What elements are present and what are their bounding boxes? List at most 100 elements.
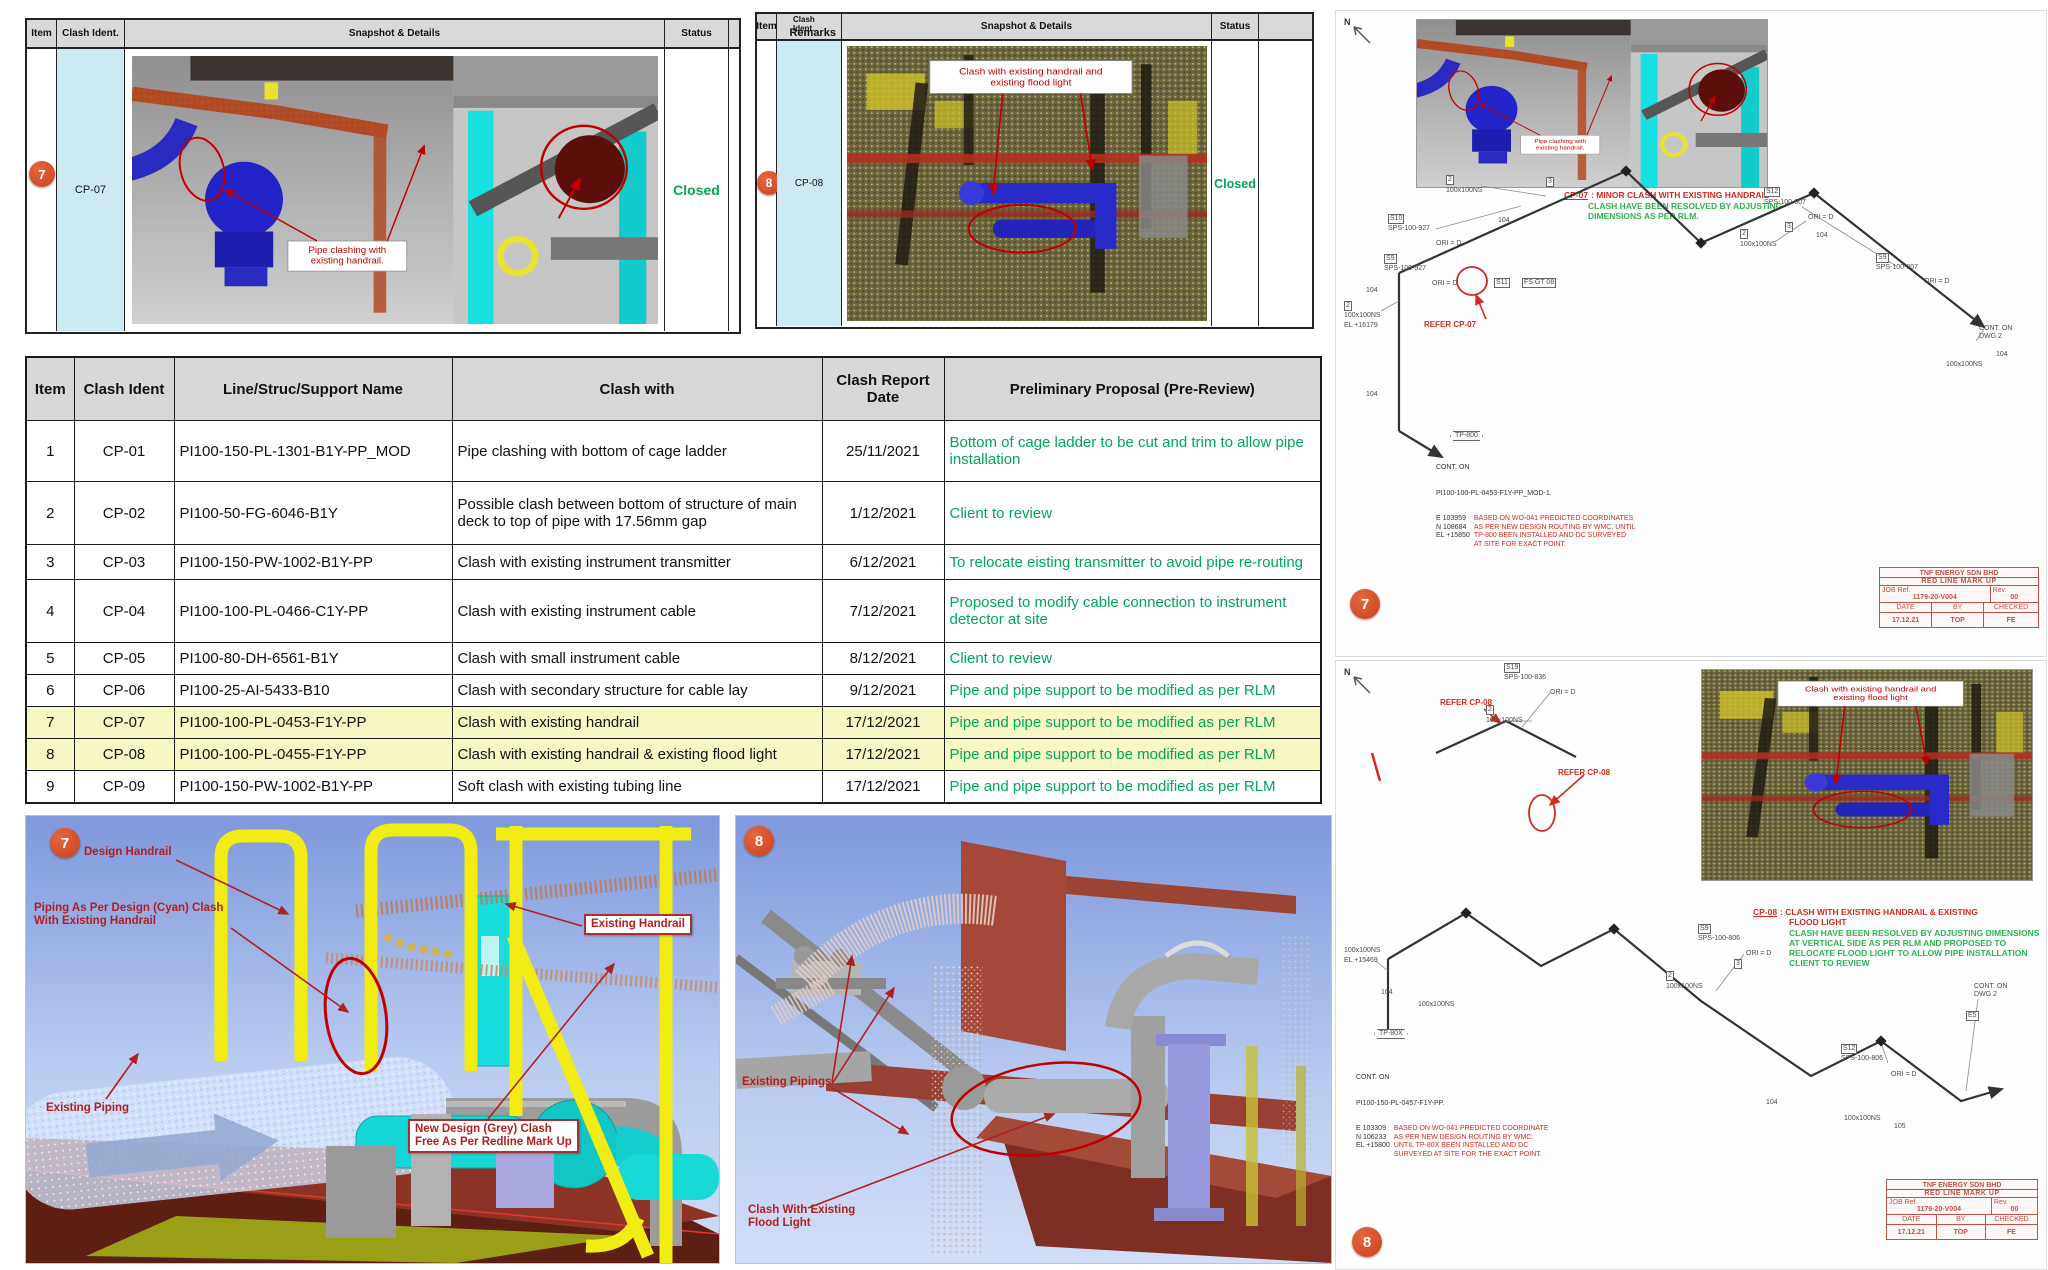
redline-note-cp08: CP-08: CLASH WITH EXISTING HANDRAIL & EX… bbox=[1753, 907, 1978, 927]
greenline-note-cp07: CLASH HAVE BEEN RESOLVED BY ADJUSTING DI… bbox=[1588, 201, 1783, 221]
col-header-spare bbox=[1259, 14, 1312, 40]
cell-clash: Clash with existing instrument transmitt… bbox=[451, 544, 823, 580]
cell-item: 5 bbox=[25, 642, 75, 675]
drawing-label: 100x100NS bbox=[1446, 187, 1483, 194]
drawing7-lines bbox=[1380, 165, 1986, 459]
drawing-label: S9 bbox=[1876, 253, 1889, 263]
drawing-label: TP-800 bbox=[1450, 431, 1483, 441]
continuation-note-cp08: CONT. ON PI100-150-PL-0457-F1Y-PP. E 103… bbox=[1356, 1074, 1549, 1158]
drawing-label: 104 bbox=[1366, 391, 1378, 398]
cell-prop: Bottom of cage ladder to be cut and trim… bbox=[943, 420, 1322, 482]
drawing-label: 100x100NS bbox=[1344, 947, 1381, 954]
figure-badge-8: 8 bbox=[744, 826, 774, 856]
drawing-label: SPS-100-927 bbox=[1388, 225, 1431, 232]
drawing-label: 100x100NS bbox=[1740, 241, 1777, 248]
cell-date: 8/12/2021 bbox=[821, 642, 945, 675]
drawing-label: ORI = D bbox=[1746, 950, 1772, 957]
drawing-label: ORI = D bbox=[1891, 1071, 1917, 1078]
drawing-label: S12 bbox=[1841, 1044, 1858, 1054]
col-header-snapshot: Snapshot & Details bbox=[842, 14, 1212, 40]
drawing-label: 100x100NS bbox=[1418, 1001, 1455, 1008]
cell-item: 7 bbox=[25, 706, 75, 739]
column-header: Item bbox=[25, 356, 75, 421]
cell-ident: CP-08 bbox=[73, 738, 175, 771]
annotation-label: Existing Piping bbox=[46, 1102, 130, 1114]
clash-snapshot-table-7: Item Clash Ident. Snapshot & Details Sta… bbox=[25, 18, 741, 334]
drawing-label: 2 bbox=[1666, 971, 1674, 981]
drawing-label: SPS-100-807 bbox=[1764, 199, 1807, 206]
col-header-clash-ident: Clash Ident. Remarks bbox=[777, 14, 842, 40]
drawing-label: SPS-100-807 bbox=[1876, 264, 1919, 271]
annotation-label: REFER CP-08 bbox=[1558, 768, 1611, 777]
drawing-label: 100x100NS bbox=[1946, 361, 1983, 368]
item-badge-7: 7 bbox=[29, 161, 55, 187]
status-cell: Closed bbox=[665, 49, 729, 331]
drawing-label: 2 bbox=[1486, 705, 1494, 715]
title-block-cp07: TNF ENERGY SDN BHD RED LINE MARK UP JOB … bbox=[1879, 567, 2039, 628]
cell-ident: CP-07 bbox=[73, 706, 175, 739]
drawing-label: SPS-100-927 bbox=[1384, 265, 1427, 272]
cell-clash: Clash with existing handrail bbox=[451, 706, 823, 739]
column-header: Clash Ident bbox=[73, 356, 175, 421]
continuation-note-cp07: CONT. ON PI100-100-PL-0453-F1Y-PP_MOD-1.… bbox=[1436, 464, 1636, 548]
spare-cell bbox=[1259, 41, 1312, 326]
cell-item: 1 bbox=[25, 420, 75, 482]
drawing-label: 104 bbox=[1766, 1099, 1778, 1106]
drawing-label: E5 bbox=[1966, 1011, 1979, 1021]
cell-ident: CP-09 bbox=[73, 770, 175, 804]
cell-date: 25/11/2021 bbox=[821, 420, 945, 482]
cell-clash: Clash with small instrument cable bbox=[451, 642, 823, 675]
cell-ident: CP-05 bbox=[73, 642, 175, 675]
item-cell: 8 bbox=[757, 41, 781, 326]
col-header-status: Status bbox=[1212, 14, 1259, 40]
clash-snapshot-table-8: Item Clash Ident. Remarks Snapshot & Det… bbox=[755, 12, 1314, 329]
drawing-label: EL +15469 bbox=[1344, 957, 1378, 964]
cell-prop: Client to review bbox=[943, 642, 1322, 675]
drawing-label: 2 bbox=[1344, 301, 1352, 311]
drawing-label: CONT. ON DWG 2 bbox=[1979, 325, 2013, 340]
col-header-status: Status bbox=[665, 20, 729, 48]
cell-ident: CP-01 bbox=[73, 420, 175, 482]
annotation-label: Clash With Existing Flood Light bbox=[748, 1204, 856, 1229]
annotation-label: Piping As Per Design (Cyan) Clash With E… bbox=[34, 902, 224, 927]
drawing-label: CONT. ON DWG 2 bbox=[1974, 983, 2008, 998]
cell-date: 9/12/2021 bbox=[821, 674, 945, 707]
cell-line: PI100-150-PL-1301-B1Y-PP_MOD bbox=[173, 420, 453, 482]
cell-item: 2 bbox=[25, 481, 75, 545]
cell-line: PI100-100-PL-0455-F1Y-PP bbox=[173, 738, 453, 771]
cell-clash: Pipe clashing with bottom of cage ladder bbox=[451, 420, 823, 482]
column-header: Clash Report Date bbox=[821, 356, 945, 421]
cell-item: 3 bbox=[25, 544, 75, 580]
cell-clash: Clash with existing handrail & existing … bbox=[451, 738, 823, 771]
cell-clash: Clash with existing instrument cable bbox=[451, 579, 823, 643]
column-header: Clash with bbox=[451, 356, 823, 421]
cell-item: 9 bbox=[25, 770, 75, 804]
spare-cell bbox=[729, 49, 739, 331]
cell-date: 7/12/2021 bbox=[821, 579, 945, 643]
cell-date: 17/12/2021 bbox=[821, 770, 945, 804]
cell-line: PI100-50-FG-6046-B1Y bbox=[173, 481, 453, 545]
drawing-label: 3 bbox=[1546, 177, 1554, 187]
cell-line: PI100-100-PL-0453-F1Y-PP bbox=[173, 706, 453, 739]
col-header-snapshot: Snapshot & Details bbox=[125, 20, 665, 48]
annotation-label: New Design (Grey) Clash Free As Per Redl… bbox=[408, 1119, 579, 1153]
drawing-label: 100x100NS bbox=[1486, 717, 1523, 724]
col-header-item: Item bbox=[27, 20, 57, 48]
cell-date: 6/12/2021 bbox=[821, 544, 945, 580]
drawing-label: ORI = D bbox=[1924, 278, 1950, 285]
column-header: Line/Struc/Support Name bbox=[173, 356, 453, 421]
annotation-label: Existing Handrail bbox=[584, 914, 692, 935]
